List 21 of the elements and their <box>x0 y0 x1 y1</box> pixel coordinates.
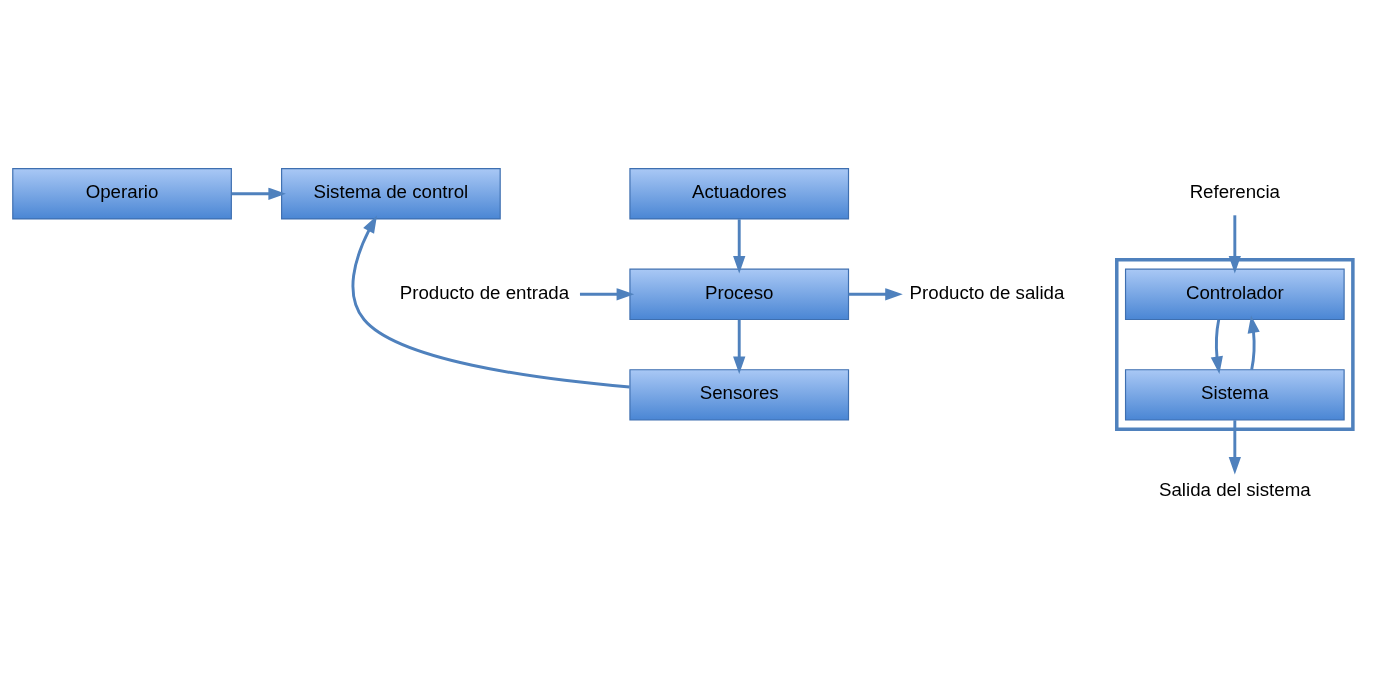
node-box: Controlador <box>1124 268 1345 320</box>
arrow <box>1210 319 1223 374</box>
arrow <box>733 218 746 274</box>
arrow <box>848 287 903 300</box>
node-text: Salida del sistema <box>1159 478 1311 500</box>
arrow <box>1228 419 1241 474</box>
node-text: Referencia <box>1189 180 1281 202</box>
node-box: Actuadores <box>629 167 850 220</box>
node-box: Sensores <box>629 368 850 421</box>
arrow <box>579 287 635 300</box>
arrow <box>733 319 746 374</box>
arrow <box>231 187 286 200</box>
node-box: Operario <box>12 167 232 220</box>
arrow <box>1247 314 1260 370</box>
arrow <box>1228 214 1241 273</box>
node-box: Sistema <box>1124 368 1345 421</box>
node-text: Producto de salida <box>909 281 1065 303</box>
node-box: Sistema de control <box>281 167 501 220</box>
node-text: Producto de entrada <box>399 281 570 303</box>
node-box: Proceso <box>629 268 850 320</box>
arrow <box>351 214 630 389</box>
